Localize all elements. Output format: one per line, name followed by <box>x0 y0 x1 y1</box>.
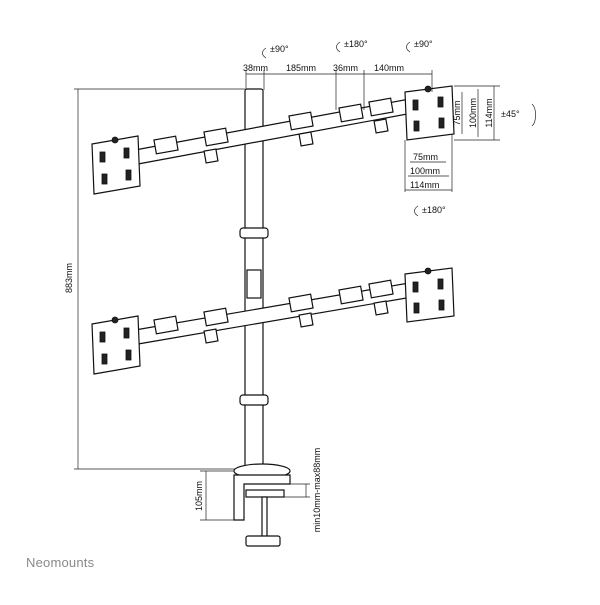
vesa-h-75: 75mm <box>413 152 438 162</box>
rotation-tilt: ±45° <box>501 103 536 127</box>
brand-logo: Neomounts <box>26 555 95 570</box>
arm-dim-38: 38mm <box>243 63 268 73</box>
pole-height-label: 883mm <box>64 263 74 293</box>
clamp-height-dimension: 105mm <box>194 470 234 521</box>
vesa-h-114: 114mm <box>410 180 439 190</box>
arm-dim-185: 185mm <box>286 63 316 73</box>
vesa-v-100: 100mm <box>468 98 478 128</box>
rotation-top-left-label: ±90° <box>270 44 289 54</box>
vesa-v-75: 75mm <box>452 100 462 125</box>
desk-thickness-label: min10mm-max88mm <box>312 448 322 533</box>
collar-upper <box>239 227 269 239</box>
rotation-swivel-label: ±180° <box>422 205 446 215</box>
pole-joint <box>246 269 262 299</box>
vesa-plate-top-left <box>91 135 141 195</box>
rotation-top-left: ±90° <box>262 44 289 59</box>
rotation-top-center-label: ±180° <box>344 39 368 49</box>
vesa-plate-bottom-right <box>404 267 455 323</box>
rotation-top-right: ±90° <box>406 39 433 53</box>
arm-dimension-line: 38mm 185mm 36mm 140mm <box>243 63 433 110</box>
arm-dim-140: 140mm <box>374 63 404 73</box>
vesa-plate-top-right <box>404 85 455 141</box>
arm-dim-36: 36mm <box>333 63 358 73</box>
desk-clamp <box>233 463 310 547</box>
top-arm <box>134 97 419 165</box>
vesa-vertical-dimensions: 75mm 100mm 114mm <box>452 85 500 141</box>
vesa-horizontal-dimensions: 75mm 100mm 114mm <box>404 134 453 192</box>
clamp-height-label: 105mm <box>194 481 204 511</box>
rotation-tilt-label: ±45° <box>501 109 520 119</box>
vesa-h-100: 100mm <box>410 166 440 176</box>
rotation-top-right-label: ±90° <box>414 39 433 49</box>
collar-lower <box>239 394 269 406</box>
rotation-swivel: ±180° <box>414 205 446 217</box>
bottom-arm <box>134 279 419 345</box>
vesa-v-114: 114mm <box>484 98 494 127</box>
rotation-top-center: ±180° <box>336 39 368 53</box>
vesa-plate-bottom-left <box>91 315 141 375</box>
pole <box>239 88 269 470</box>
pole-height-dimension: 883mm <box>64 88 245 470</box>
